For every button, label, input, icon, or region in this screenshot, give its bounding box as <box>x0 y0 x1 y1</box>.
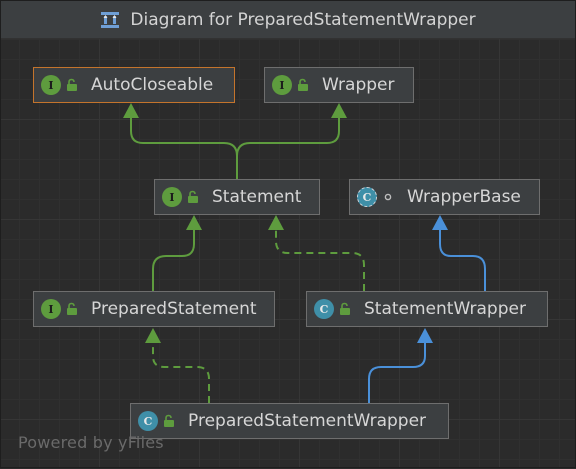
open-lock-icon <box>298 78 308 91</box>
node-label: Statement <box>212 187 302 207</box>
node-label: AutoCloseable <box>91 75 214 95</box>
node-label: WrapperBase <box>407 187 521 207</box>
edge-statementwrapper-statement <box>275 228 365 291</box>
arrowhead-wrapperbase <box>432 215 448 230</box>
edge-preparedstatement-statement <box>152 228 195 291</box>
node-statementwrapper[interactable]: C StatementWrapper <box>306 291 548 327</box>
arrowhead-statementwrapper <box>417 328 433 343</box>
open-lock-icon <box>340 302 350 315</box>
abstract-class-icon: C <box>357 187 377 207</box>
node-preparedstatement[interactable]: I PreparedStatement <box>33 291 275 327</box>
node-label: PreparedStatement <box>91 299 257 319</box>
arrowhead-preparedstatement <box>145 328 161 343</box>
edge-statementwrapper-wrapperbase <box>439 228 486 291</box>
title-bar: Diagram for PreparedStatementWrapper <box>1 1 575 39</box>
node-wrapper[interactable]: I Wrapper <box>264 67 414 103</box>
node-label: StatementWrapper <box>364 299 526 319</box>
edge-statement-wrapper <box>236 115 340 157</box>
open-lock-icon <box>67 78 77 91</box>
node-autocloseable[interactable]: I AutoCloseable <box>33 67 235 103</box>
arrowhead-autocloseable <box>123 103 139 118</box>
class-icon: C <box>314 299 334 319</box>
open-lock-icon <box>164 414 174 427</box>
interface-icon: I <box>41 75 61 95</box>
node-label: Wrapper <box>322 75 395 95</box>
class-icon: C <box>138 411 158 431</box>
open-lock-icon <box>188 190 198 203</box>
node-label: PreparedStatementWrapper <box>188 411 427 431</box>
edge-preparedstatementwrapper-statementwrapper <box>368 341 426 403</box>
arrowhead-statement-from-statementwrapper <box>268 215 284 230</box>
yfiles-watermark: Powered by yFiles <box>18 433 164 452</box>
edge-preparedstatementwrapper-preparedstatement <box>152 341 210 403</box>
node-statement[interactable]: I Statement <box>154 179 320 215</box>
interface-icon: I <box>41 299 61 319</box>
node-preparedstatementwrapper[interactable]: C PreparedStatementWrapper <box>130 403 449 439</box>
node-wrapperbase[interactable]: C WrapperBase <box>349 179 540 215</box>
interface-icon: I <box>162 187 182 207</box>
interface-icon: I <box>272 75 292 95</box>
dot-icon <box>384 193 392 201</box>
arrowhead-statement-from-preparedstatement <box>186 215 202 230</box>
open-lock-icon <box>67 302 77 315</box>
edge-statement-autocloseable <box>130 115 238 179</box>
arrowhead-wrapper <box>331 103 347 118</box>
uml-diagram-icon <box>101 11 120 28</box>
window-title: Diagram for PreparedStatementWrapper <box>130 9 476 30</box>
